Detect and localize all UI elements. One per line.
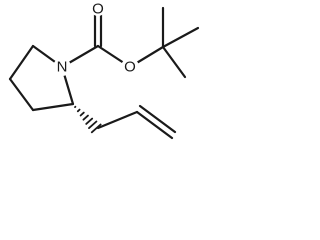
atom-label-nitrogen: N — [57, 59, 68, 76]
bond-ring-c5-c4 — [8, 44, 35, 81]
bond-allyl-double-a — [135, 110, 174, 140]
bond-tbu-methyl-right — [161, 26, 200, 49]
bond-tbu-methyl-bottom — [161, 45, 187, 79]
bond-ring-c3-c2 — [31, 102, 75, 112]
structure-diagram: N O O — [8, 0, 200, 140]
bond-ring-c4-c3 — [8, 77, 35, 112]
hashed-wedge-bond — [74, 105, 102, 134]
bond-allyl-ch2-ch — [96, 110, 139, 130]
bond-allyl-double-b — [138, 104, 177, 134]
atom-label-ester-oxygen: O — [124, 59, 136, 76]
atom-label-carbonyl-oxygen: O — [92, 1, 104, 18]
